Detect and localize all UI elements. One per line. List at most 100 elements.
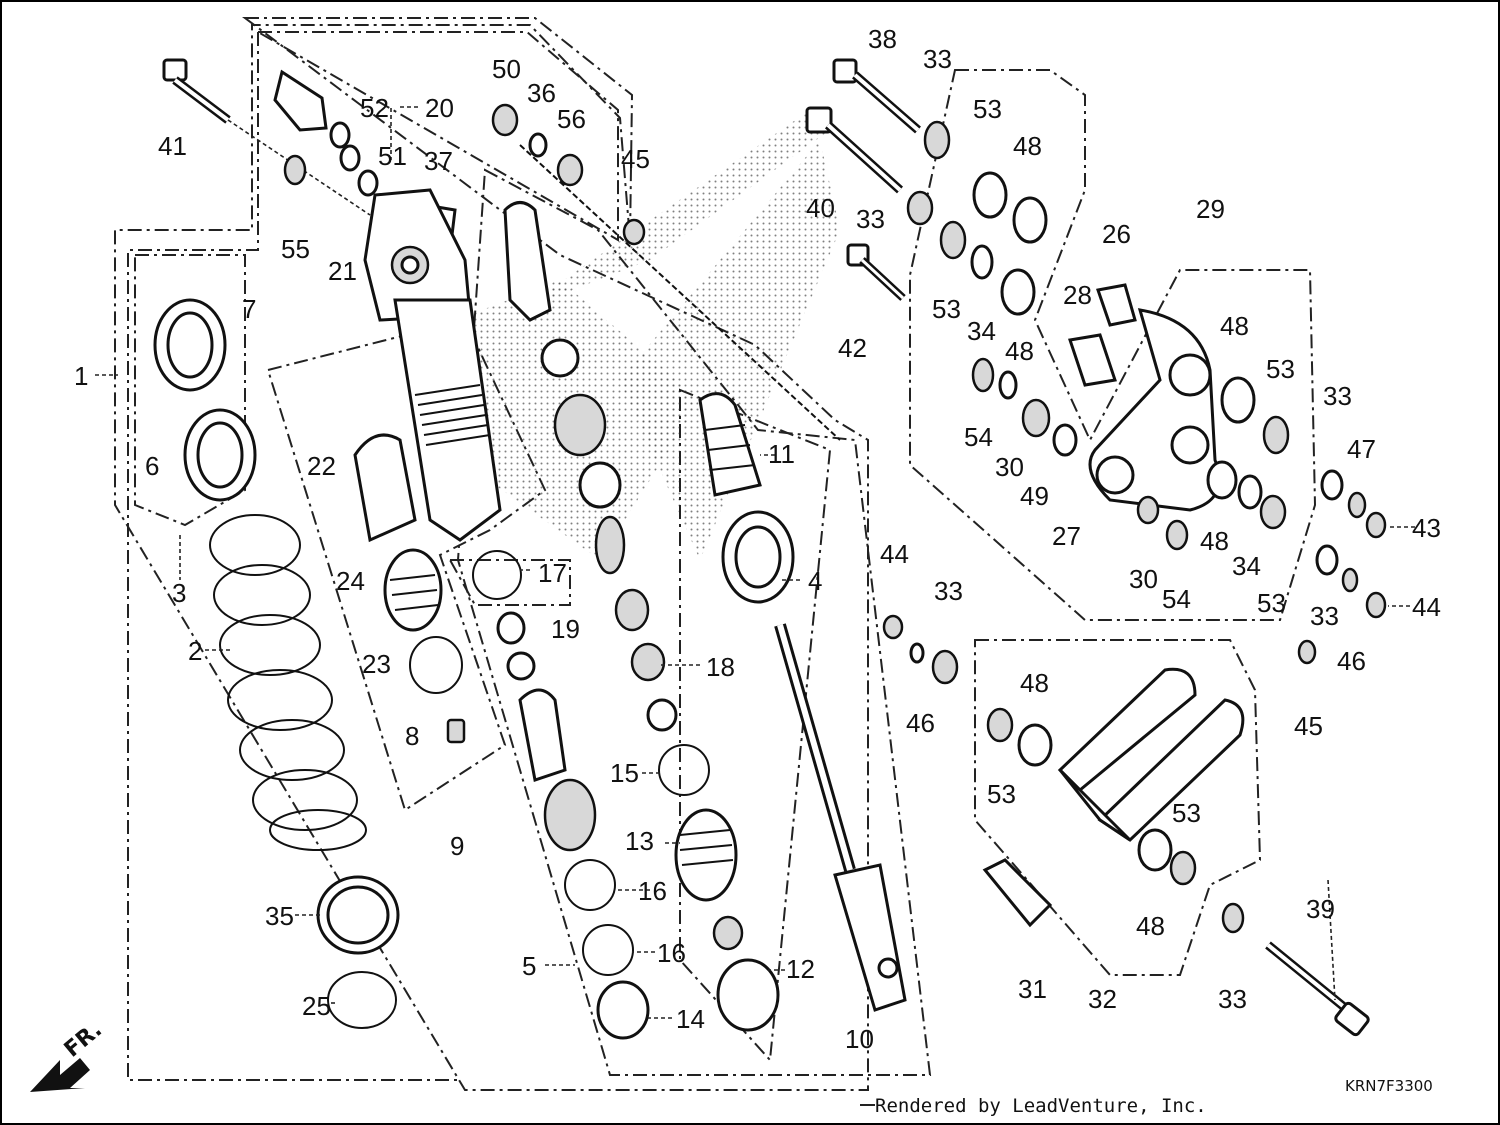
- callout-label: 53: [1266, 354, 1295, 384]
- callout-label: 53: [1257, 588, 1286, 618]
- callout-label: 10: [845, 1024, 874, 1054]
- right-small-hardware: [882, 469, 1387, 685]
- main-spring: [209, 514, 367, 851]
- callout-label: 7: [242, 294, 256, 324]
- callout-label: 34: [967, 316, 996, 346]
- callout-label: 32: [1088, 984, 1117, 1014]
- callout-label: 5: [522, 951, 536, 981]
- callout-label: 43: [1412, 513, 1441, 543]
- callout-label: 15: [610, 758, 639, 788]
- reservoir-parts: [353, 433, 522, 744]
- callout-label: 27: [1052, 521, 1081, 551]
- callout-label: 48: [1020, 668, 1049, 698]
- cushion-arm: [1088, 308, 1221, 512]
- callout-label: 28: [1063, 280, 1092, 310]
- callout-label: 30: [995, 452, 1024, 482]
- callout-label: 46: [1337, 646, 1366, 676]
- callout-label: 54: [964, 422, 993, 452]
- callout-label: 26: [1102, 219, 1131, 249]
- callout-label: 46: [906, 708, 935, 738]
- callout-label: 33: [1310, 601, 1339, 631]
- callout-label: 24: [336, 566, 365, 596]
- callout-label: 20: [425, 93, 454, 123]
- callout-label: 45: [1294, 711, 1323, 741]
- callout-label: 16: [638, 876, 667, 906]
- linkage-bearings: [906, 120, 1290, 551]
- bolt-39: [1265, 941, 1370, 1037]
- callout-label: 2: [188, 636, 202, 666]
- callout-label: 48: [1200, 526, 1229, 556]
- shock-absorber-body: [363, 188, 502, 542]
- callout-label: 52: [360, 93, 389, 123]
- leader-lines: [95, 106, 1415, 1019]
- callout-label: 22: [307, 451, 336, 481]
- callout-label: 41: [158, 131, 187, 161]
- callout-label: 50: [492, 54, 521, 84]
- callout-label: 1: [74, 361, 88, 391]
- callout-label: 4: [808, 566, 822, 596]
- callout-label: 31: [1018, 974, 1047, 1004]
- callout-label: 51: [378, 141, 407, 171]
- callout-label: 35: [265, 901, 294, 931]
- callout-label: 33: [1218, 984, 1247, 1014]
- callout-label: 45: [621, 144, 650, 174]
- render-credit: Rendered by LeadVenture, Inc.: [875, 1095, 1207, 1117]
- callout-label: 44: [1412, 592, 1441, 622]
- top-small-parts: [273, 69, 646, 246]
- group-outlines: [114, 17, 1317, 1091]
- callout-label: 39: [1306, 894, 1335, 924]
- callout-label: 49: [1020, 481, 1049, 511]
- bolt-40: [805, 106, 904, 194]
- front-arrow-icon: FR.: [30, 1017, 107, 1092]
- callout-label: 53: [932, 294, 961, 324]
- callout-label: 11: [768, 439, 795, 469]
- callout-label: 21: [328, 256, 357, 286]
- callout-label: 42: [838, 333, 867, 363]
- callout-label: 9: [450, 831, 464, 861]
- callout-label: 53: [987, 779, 1016, 809]
- callout-label: 29: [1196, 194, 1225, 224]
- callout-label: 55: [281, 234, 310, 264]
- callout-label: 47: [1347, 434, 1376, 464]
- callout-label: 37: [424, 146, 453, 176]
- callout-label: 53: [1172, 798, 1201, 828]
- callout-label: 33: [934, 576, 963, 606]
- callout-label: 3: [172, 578, 186, 608]
- lower-rings: [316, 875, 400, 1029]
- callout-label: 33: [856, 204, 885, 234]
- diagram-code: KRN7F3300: [1345, 1077, 1433, 1095]
- callout-label: 8: [405, 721, 419, 751]
- shaft-assembly: [698, 392, 907, 1032]
- callout-label: 34: [1232, 551, 1261, 581]
- callout-label: 48: [1005, 336, 1034, 366]
- callout-label: 16: [657, 938, 686, 968]
- callout-label: 40: [806, 193, 835, 223]
- callout-label: 17: [538, 558, 567, 588]
- callout-label: 14: [676, 1004, 705, 1034]
- callout-label: 38: [868, 24, 897, 54]
- bolt-42: [846, 243, 906, 301]
- callout-label: 54: [1162, 584, 1191, 614]
- callout-label: 25: [302, 991, 331, 1021]
- callouts: 1 2 3 4 5 6 7 8 9 10 11 12 13 14 15 16 1…: [74, 24, 1441, 1054]
- bolt-38: [832, 58, 921, 134]
- callout-label: 13: [625, 826, 654, 856]
- connecting-rod: [982, 667, 1245, 934]
- callout-label: 53: [973, 94, 1002, 124]
- callout-label: 48: [1013, 131, 1042, 161]
- callout-label: 6: [145, 451, 159, 481]
- callout-label: 30: [1129, 564, 1158, 594]
- callout-label: 33: [1323, 381, 1352, 411]
- callout-label: 44: [880, 539, 909, 569]
- callout-label: 19: [551, 614, 580, 644]
- bolt-41: [162, 58, 231, 124]
- callout-label: 12: [786, 954, 815, 984]
- spring-adjusters: [153, 298, 257, 502]
- front-direction-label: FR.: [60, 1017, 107, 1062]
- damper-internals: [496, 201, 744, 1040]
- callout-label: 23: [362, 649, 391, 679]
- callout-label: 48: [1220, 311, 1249, 341]
- callout-label: 56: [557, 104, 586, 134]
